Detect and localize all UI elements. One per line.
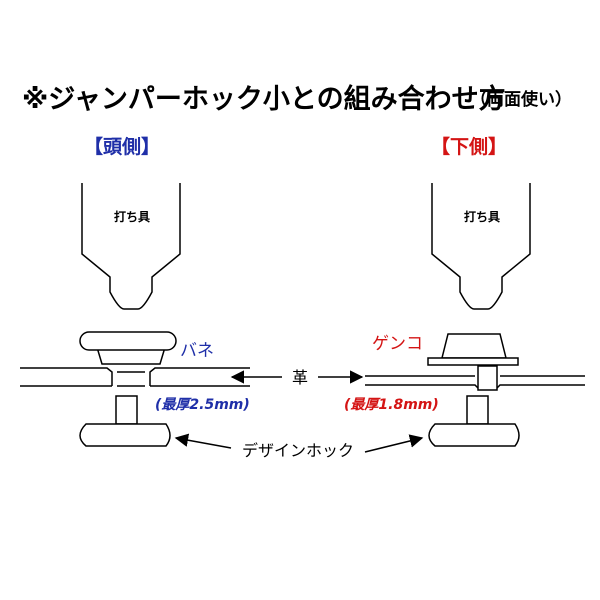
left-design-hook — [79, 423, 171, 447]
right-genko-base — [427, 357, 519, 366]
diagram-title: ※ジャンパーホック小との組み合わせ方 — [22, 83, 506, 115]
left-thickness-label: (最厚2.5mm) — [155, 397, 250, 413]
right-post — [466, 395, 489, 425]
right-post-neck — [477, 365, 498, 391]
left-setting-tool — [81, 183, 181, 310]
left-leather-upper — [20, 367, 250, 386]
right-leather-lower — [365, 384, 585, 389]
design-hook-label: デザインホック — [242, 441, 354, 460]
bottom-side-header: 【下側】 — [431, 135, 507, 158]
right-setting-tool — [431, 183, 531, 310]
diagram-subtitle: （両面使い） — [470, 89, 572, 110]
spring-label: バネ — [180, 341, 214, 361]
right-tool-label: 打ち具 — [464, 209, 500, 224]
left-tool-label: 打ち具 — [114, 209, 150, 224]
right-genko-stud — [441, 333, 507, 359]
right-thickness-label: (最厚1.8mm) — [344, 397, 439, 413]
head-side-header: 【頭側】 — [84, 135, 160, 158]
leather-label: 革 — [292, 368, 308, 387]
design-hook-arrow-right — [364, 434, 424, 453]
genko-label: ゲンコ — [372, 334, 423, 354]
left-post — [115, 395, 138, 425]
left-spring-cap-top — [79, 331, 177, 351]
design-hook-arrow-left — [174, 433, 232, 449]
right-design-hook — [428, 423, 520, 447]
